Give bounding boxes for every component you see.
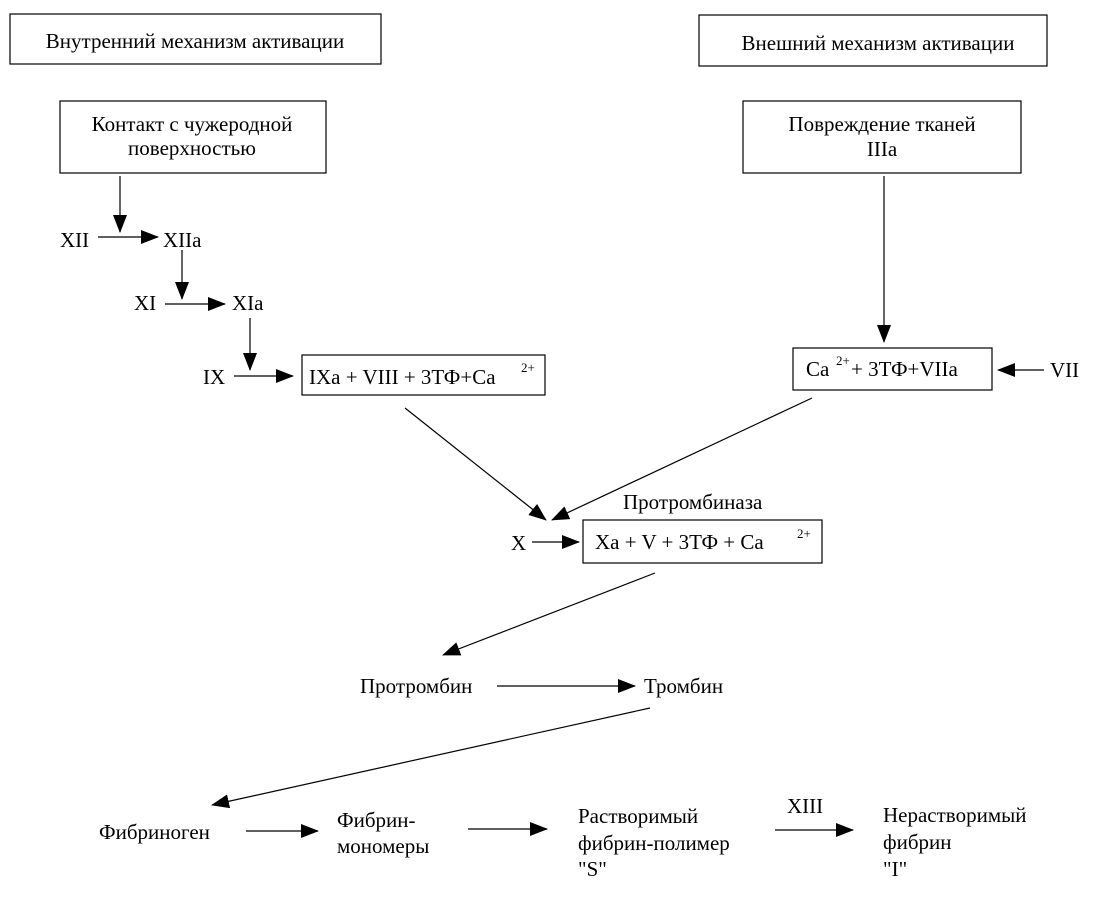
fibrin-monomers-line1: Фибрин- <box>337 808 415 832</box>
prothrombin: Протромбин <box>360 674 472 698</box>
tissue-complex-superscript: 2+ <box>836 353 850 368</box>
insoluble-fibrin-line1: Нерастворимый <box>883 803 1026 827</box>
tenase-complex-text: IXa + VIII + 3ТФ+Ca <box>309 365 496 389</box>
factor-xi: XI <box>134 291 156 315</box>
arrow-extrinsic-to-x <box>551 397 813 521</box>
foreign-surface-line1: Контакт с чужеродной <box>92 112 293 136</box>
tissue-damage-line1: Повреждение тканей <box>788 112 975 136</box>
insoluble-fibrin-line2: фибрин <box>883 830 952 854</box>
extrinsic-header: Внешний механизм активации <box>698 14 1048 67</box>
arrow-thrombin-to-fibrinogen <box>211 707 651 809</box>
tissue-complex-ca: Ca <box>806 357 830 381</box>
factor-xia: XIa <box>232 291 264 315</box>
tenase-complex-box: IXa + VIII + 3ТФ+Ca 2+ <box>301 354 546 396</box>
foreign-surface-contact-box: Контакт с чужеродной поверхностью <box>59 100 327 174</box>
extrinsic-header-text: Внешний механизм активации <box>742 31 1015 55</box>
intrinsic-header: Внутренний механизм активации <box>9 13 382 65</box>
factor-xii: XII <box>60 228 89 252</box>
fibrin-monomers-line2: мономеры <box>337 834 429 858</box>
foreign-surface-line2: поверхностью <box>128 136 256 160</box>
factor-xiii: XIII <box>787 794 823 818</box>
prothrombinase-text: Xa + V + 3ТФ + Ca <box>595 530 764 554</box>
tenase-complex-superscript: 2+ <box>521 360 535 375</box>
tissue-factor-complex-box: Ca 2+ + 3ТФ+VIIa <box>792 347 993 391</box>
soluble-fibrin-line2: фибрин-полимер <box>578 831 730 855</box>
prothrombinase-label: Протромбиназа <box>623 490 763 514</box>
tissue-complex-rest: + 3ТФ+VIIa <box>851 357 959 381</box>
insoluble-fibrin-line3: "I" <box>883 857 907 881</box>
tissue-damage-box: Повреждение тканей IIIa <box>742 100 1022 174</box>
arrow-prothrombinase-to-prothrombin <box>442 572 656 656</box>
soluble-fibrin-line3: "S" <box>578 857 607 881</box>
factor-ix: IX <box>203 365 225 389</box>
tissue-damage-line2: IIIa <box>867 137 898 161</box>
factor-x: X <box>511 531 526 555</box>
intrinsic-header-text: Внутренний механизм активации <box>46 29 344 53</box>
thrombin: Тромбин <box>644 674 723 698</box>
prothrombinase-box: Xa + V + 3ТФ + Ca 2+ <box>582 519 823 564</box>
arrow-intrinsic-to-x <box>404 407 547 521</box>
prothrombinase-superscript: 2+ <box>797 526 811 541</box>
factor-vii: VII <box>1050 358 1079 382</box>
fibrinogen: Фибриноген <box>99 820 210 844</box>
factor-xiia: XIIa <box>163 228 202 252</box>
soluble-fibrin-line1: Растворимый <box>578 804 698 828</box>
